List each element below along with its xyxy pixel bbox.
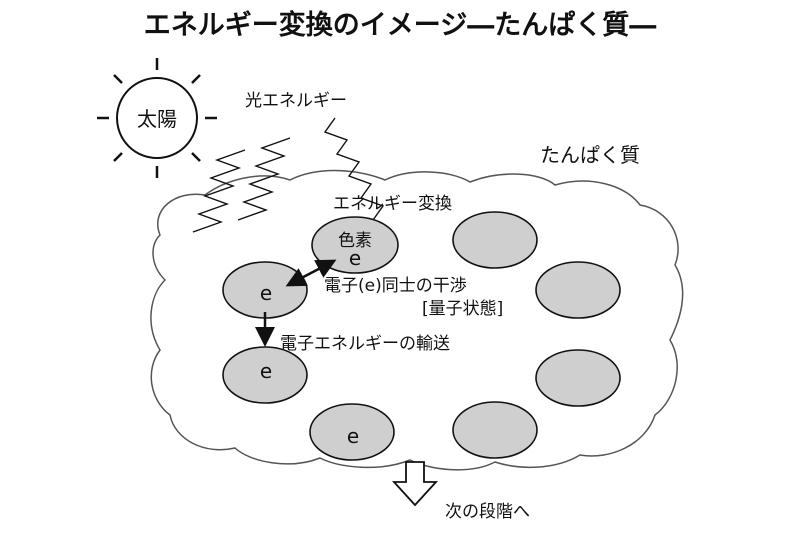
pigment-molecule (535, 261, 621, 319)
quantum-state-label: [量子状態] (422, 299, 503, 319)
pigment-label: 色素 (338, 231, 372, 251)
energy-conversion-label: エネルギー変換 (333, 194, 452, 214)
pigment-molecule (452, 211, 538, 269)
protein-boundary (150, 169, 684, 471)
protein-label: たんぱく質 (540, 143, 640, 167)
sun-icon (97, 58, 217, 178)
light-wave-icon (192, 117, 385, 233)
electron-label: e (260, 281, 272, 305)
pigment-molecule (311, 216, 399, 274)
down-arrow-icon (391, 461, 439, 507)
interference-label: 電子(e)同士の干渉 (324, 276, 467, 296)
pigment-molecule (535, 349, 621, 407)
pigment-molecule (309, 403, 395, 461)
pigment-molecule (222, 346, 308, 404)
energy-transport-label: 電子エネルギーの輸送 (280, 334, 450, 354)
light-energy-label: 光エネルギー (245, 91, 347, 111)
pigment-molecule (452, 401, 538, 459)
sun-label: 太陽 (137, 107, 177, 131)
electron-label: e (349, 246, 361, 270)
electron-label: e (347, 424, 359, 448)
next-stage-label: 次の段階へ (445, 502, 530, 522)
electron-label: e (260, 359, 272, 383)
diagram-title: エネルギー変換のイメージ―たんぱく質― (144, 9, 656, 41)
interference-arrow (285, 259, 337, 287)
